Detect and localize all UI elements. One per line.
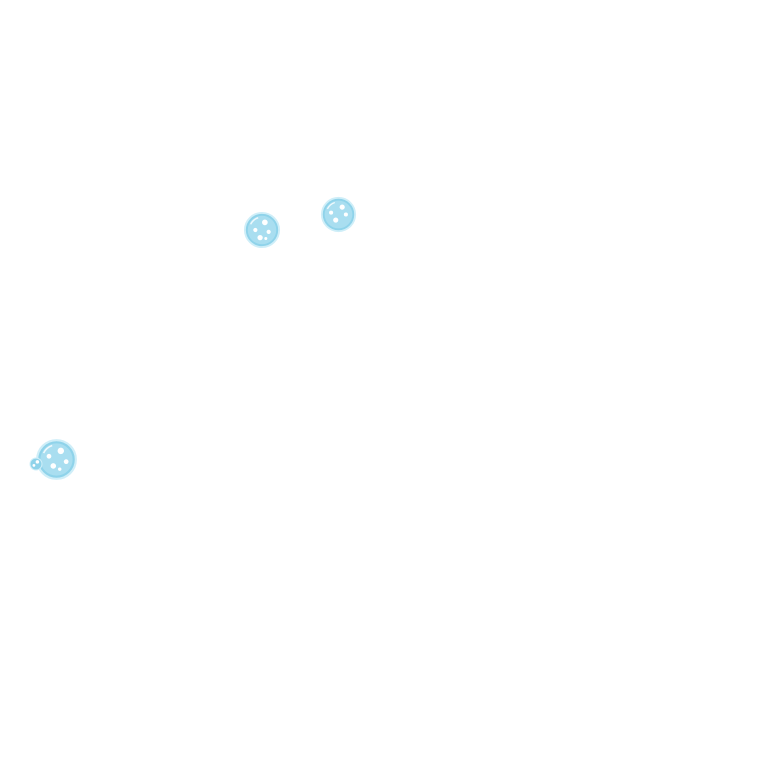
- bubble-graphic: [243, 211, 281, 249]
- bubble-icon[interactable]: [320, 196, 357, 233]
- bubble-graphic: [29, 457, 43, 471]
- bubble-icon[interactable]: [29, 457, 43, 471]
- bubble-icon[interactable]: [243, 211, 281, 249]
- bubble-graphic: [36, 439, 77, 480]
- bubble-icon[interactable]: [35, 438, 78, 481]
- bubble-graphic: [320, 196, 357, 233]
